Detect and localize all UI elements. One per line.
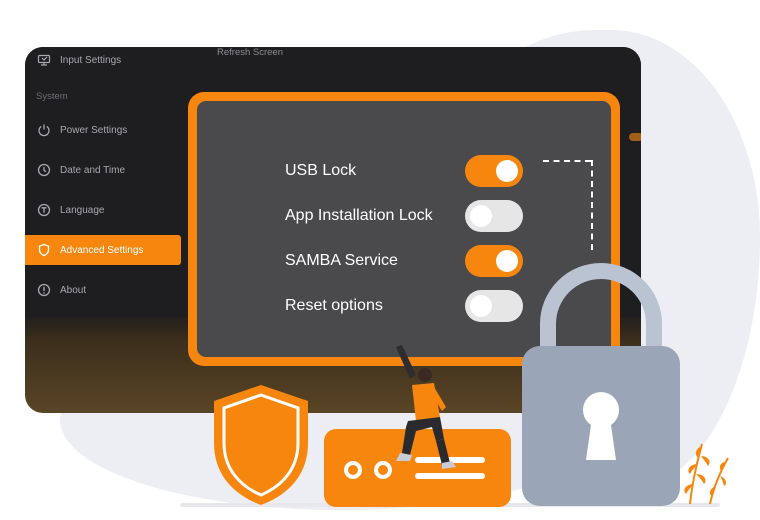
sidebar-item-advanced-settings[interactable]: Advanced Settings <box>25 235 181 265</box>
section-label-system: System <box>36 91 68 102</box>
sidebar-item-label: Date and Time <box>60 164 126 176</box>
card-line <box>415 473 485 479</box>
sidebar-item-label: Advanced Settings <box>60 244 144 256</box>
language-icon <box>37 203 51 217</box>
dashed-connector-vertical <box>591 160 593 250</box>
card-dot <box>374 461 392 479</box>
option-row-app-installation-lock: App Installation Lock <box>285 199 535 233</box>
input-icon <box>37 53 51 67</box>
sidebar-item-input-settings[interactable]: Input Settings <box>25 47 181 75</box>
app-installation-lock-toggle[interactable] <box>465 200 523 232</box>
card-dot <box>344 461 362 479</box>
power-icon <box>37 123 51 137</box>
toggle-knob <box>496 250 518 272</box>
sidebar-item-label: Language <box>60 204 105 216</box>
option-row-samba-service: SAMBA Service <box>285 244 535 278</box>
option-row-reset-options: Reset options <box>285 289 535 323</box>
shield-icon <box>214 385 308 505</box>
person-figure <box>396 345 456 469</box>
toggle-knob <box>496 160 518 182</box>
usb-lock-toggle[interactable] <box>465 155 523 187</box>
card-line <box>415 457 485 463</box>
id-card-icon <box>324 429 511 507</box>
clock-icon <box>37 163 51 177</box>
refresh-screen-label: Refresh Screen <box>217 47 284 58</box>
option-label: USB Lock <box>285 162 357 179</box>
sidebar-item-about[interactable]: About <box>25 275 181 305</box>
sidebar-item-label: Power Settings <box>60 124 128 136</box>
plant-icon <box>684 443 729 505</box>
option-label: SAMBA Service <box>285 252 398 269</box>
toggle-knob <box>470 295 492 317</box>
sidebar-item-label: About <box>60 284 87 296</box>
option-label: Reset options <box>285 297 383 314</box>
reset-options-toggle[interactable] <box>465 290 523 322</box>
samba-service-toggle[interactable] <box>465 245 523 277</box>
info-icon <box>37 283 51 297</box>
sidebar-item-power-settings[interactable]: Power Settings <box>25 115 181 145</box>
option-row-usb-lock: USB Lock <box>285 154 535 188</box>
shield-icon <box>37 243 51 257</box>
dashed-connector <box>543 160 591 162</box>
padlock-icon <box>522 263 680 506</box>
sidebar-item-language[interactable]: Language <box>25 195 181 225</box>
sidebar-item-date-and-time[interactable]: Date and Time <box>25 155 181 185</box>
option-label: App Installation Lock <box>285 207 433 224</box>
toggle-knob <box>470 205 492 227</box>
sidebar-item-label: Input Settings <box>60 54 122 66</box>
partial-slider-mark <box>629 133 641 141</box>
settings-sidebar: Input Settings System Power Settings Dat… <box>25 47 185 317</box>
